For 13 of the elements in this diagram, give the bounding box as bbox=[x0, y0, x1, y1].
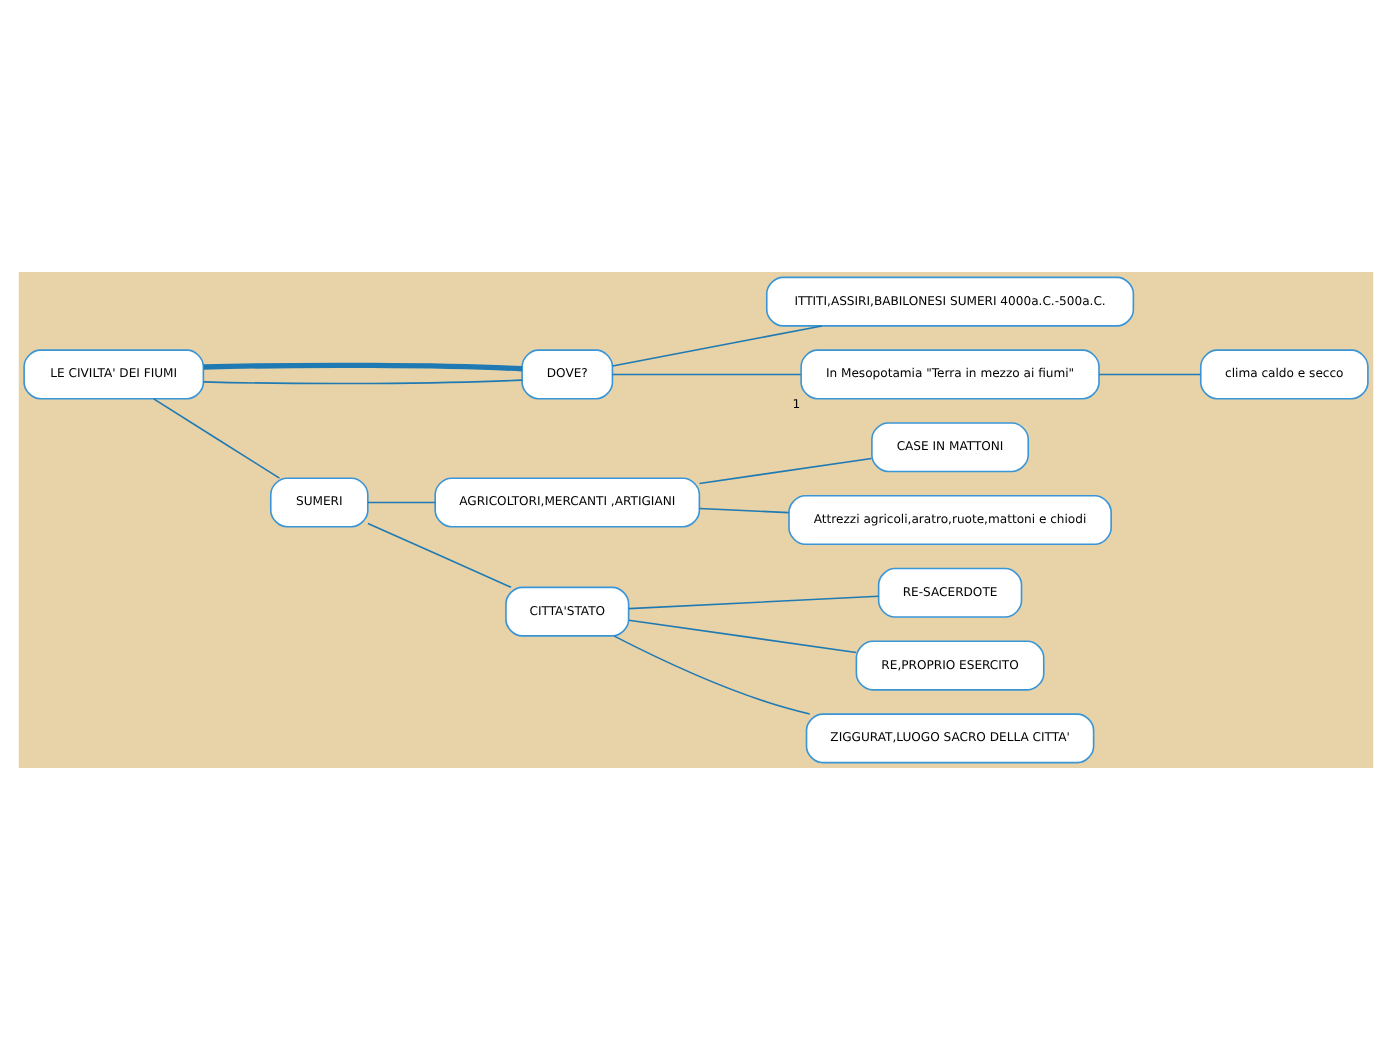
connector bbox=[611, 325, 823, 367]
connector bbox=[1098, 373, 1202, 376]
connector bbox=[367, 522, 512, 589]
connector bbox=[611, 373, 802, 376]
connector bbox=[367, 501, 436, 504]
connector bbox=[628, 595, 880, 610]
connector bbox=[152, 398, 281, 479]
connector bbox=[698, 457, 873, 485]
connector bbox=[203, 362, 523, 372]
connector bbox=[698, 507, 790, 514]
connector bbox=[613, 635, 811, 715]
connector bbox=[202, 379, 523, 385]
connector bbox=[628, 619, 857, 654]
